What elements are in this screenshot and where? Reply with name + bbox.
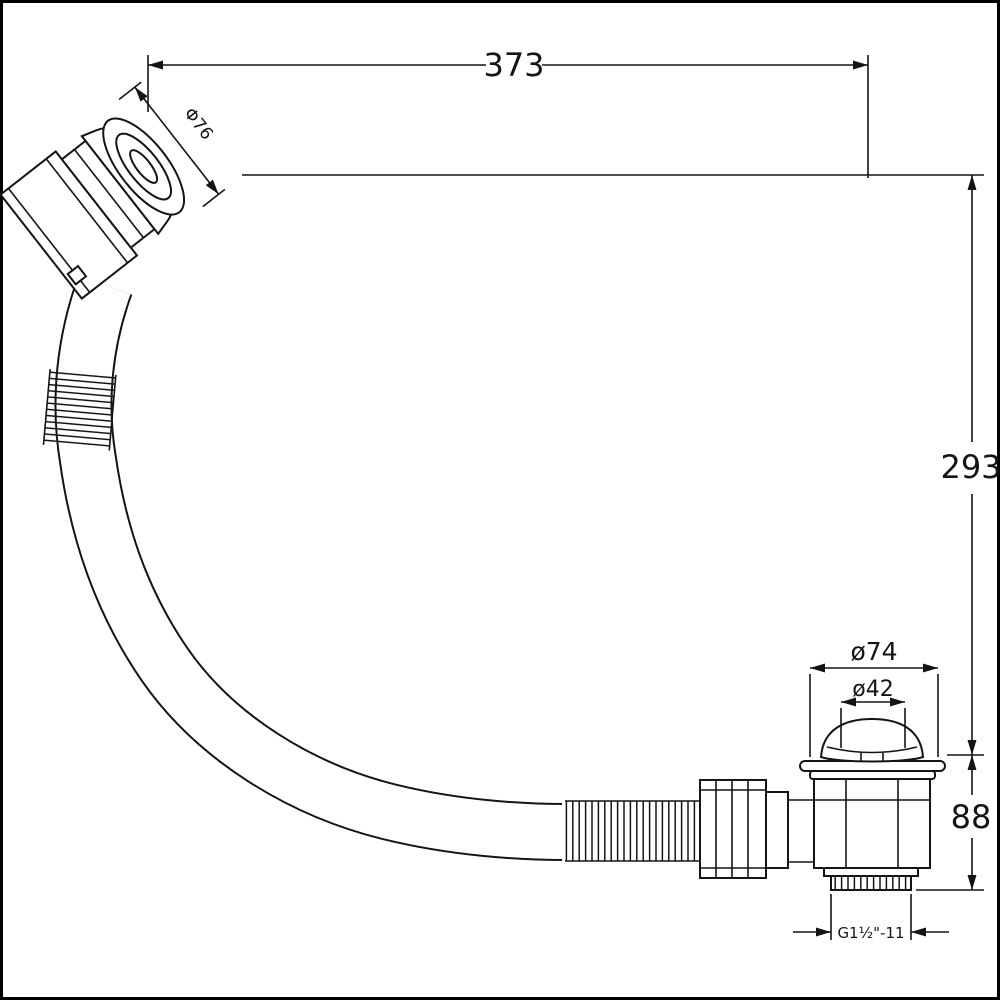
waste-nut: [699, 779, 789, 879]
hose-corrugation-lower: [562, 798, 703, 864]
dim-label-overall-height: 293: [940, 448, 1000, 486]
waste-flange: [799, 760, 946, 780]
dim-plug-diameter: ø42: [840, 677, 906, 748]
dim-flange-diameter: ø74: [809, 637, 939, 757]
dim-label-plug-diameter: ø42: [852, 677, 893, 702]
waste-assembly: [699, 717, 946, 891]
dim-label-thread-spec: G1½"-11: [837, 924, 904, 942]
dim-waste-height: 88: [916, 755, 992, 891]
dim-label-waste-height: 88: [951, 798, 992, 836]
pop-up-plug: [819, 717, 925, 763]
corrugation-hatch: [565, 801, 700, 861]
dim-label-flange-diameter: ø74: [850, 637, 897, 666]
knob-grip-inner: [129, 149, 159, 184]
hose-corrugation-upper: [42, 369, 117, 451]
waste-thread: [823, 867, 919, 891]
dim-overall-width: 373: [147, 46, 869, 178]
bellows-hatch: [43, 369, 116, 451]
dim-label-overall-width: 373: [483, 46, 544, 84]
dim-overall-height: 293: [242, 174, 1000, 756]
knob-grip-outer: [115, 132, 172, 201]
nut-collar: [765, 791, 789, 869]
cable-clip: [66, 264, 88, 286]
knob-face: [102, 117, 186, 216]
dim-thread-spec: G1½"-11: [793, 894, 949, 942]
waste-body: [813, 778, 931, 869]
